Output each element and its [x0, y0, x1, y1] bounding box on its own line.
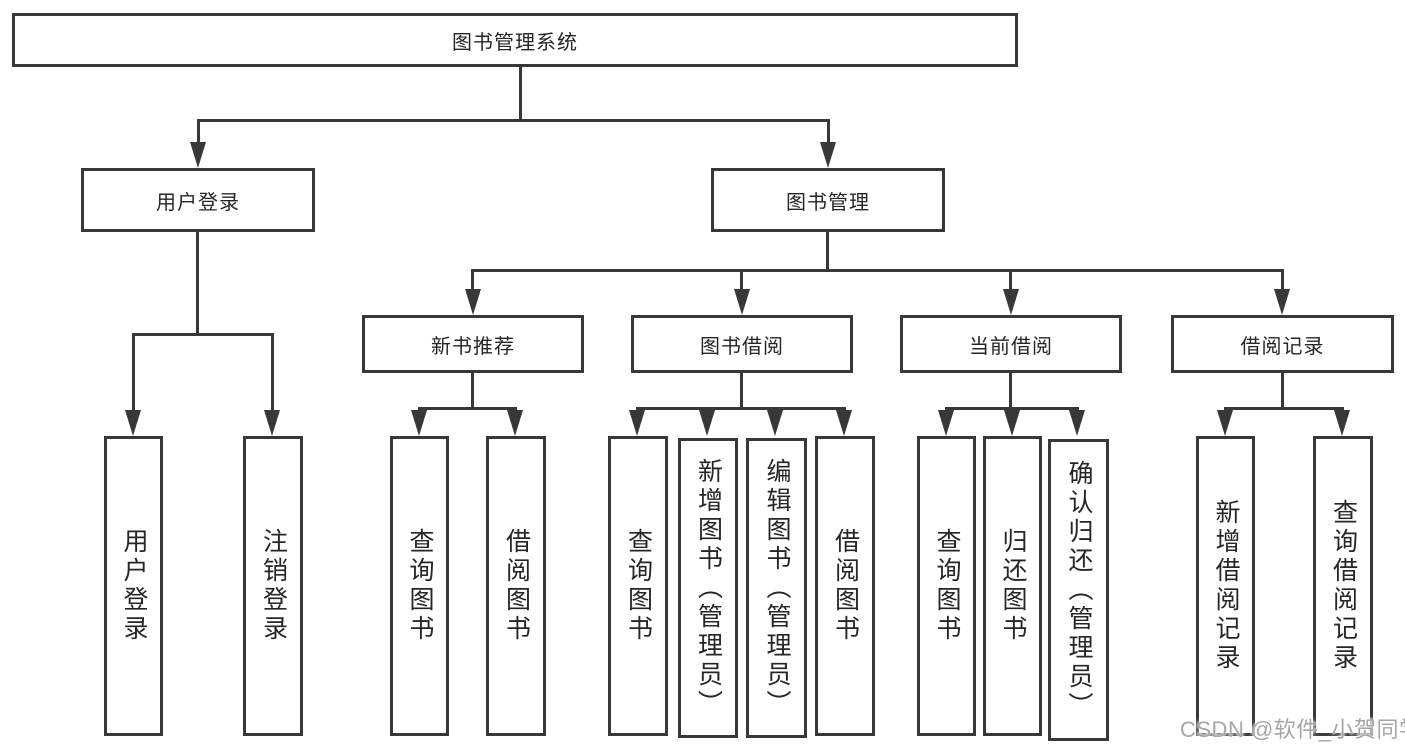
node-label: 新增借阅记录: [1212, 499, 1240, 673]
node-new-book-recommendation: 新书推荐: [362, 315, 584, 373]
node-label: 编辑图书（管理员）: [763, 457, 791, 719]
node-label: 借阅图书: [502, 528, 531, 644]
arrow-down-icon: [836, 410, 852, 436]
connector-line: [271, 333, 274, 412]
node-label: 注销登录: [259, 528, 288, 644]
arrow-down-icon: [411, 410, 427, 436]
node-label: 当前借阅: [969, 335, 1053, 358]
arrow-down-icon: [465, 289, 481, 315]
leaf-return-books: 归还图书: [983, 436, 1042, 736]
node-book-borrowing: 图书借阅: [631, 315, 853, 373]
connector-line: [471, 373, 474, 410]
node-book-management: 图书管理: [711, 168, 945, 232]
node-label: 新增图书（管理员）: [694, 457, 723, 719]
leaf-edit-book-admin: 编辑图书（管理员）: [746, 438, 807, 738]
node-label: 借阅图书: [831, 528, 860, 644]
connector-line: [636, 407, 846, 410]
arrow-down-icon: [190, 142, 206, 168]
arrow-down-icon: [1274, 289, 1290, 315]
connector-line: [197, 119, 200, 147]
leaf-query-books-current: 查询图书: [917, 436, 976, 736]
arrow-down-icon: [734, 289, 750, 315]
connector-line: [471, 269, 1284, 272]
connector-line: [132, 333, 135, 412]
node-label: 归还图书: [999, 528, 1027, 644]
connector-line: [826, 232, 829, 272]
node-label: 查询图书: [933, 528, 961, 644]
node-label: 确认归还（管理员）: [1065, 459, 1093, 721]
node-label: 查询图书: [406, 528, 434, 644]
node-label: 用户登录: [156, 191, 240, 214]
arrow-down-icon: [264, 410, 280, 436]
arrow-down-icon: [820, 142, 836, 168]
arrow-down-icon: [125, 410, 141, 436]
node-label: 图书借阅: [700, 335, 784, 358]
connector-line: [945, 407, 1079, 410]
node-library-management-system: 图书管理系统: [12, 13, 1018, 67]
csdn-watermark: CSDN @软件_小贺同学: [1180, 717, 1405, 742]
arrow-down-icon: [629, 410, 645, 436]
connector-line: [197, 119, 830, 122]
node-label: 查询图书: [624, 528, 653, 644]
node-borrowing-records: 借阅记录: [1171, 315, 1394, 373]
arrow-down-icon: [767, 410, 783, 436]
leaf-user-login: 用户登录: [104, 436, 163, 736]
leaf-query-books-borrowing: 查询图书: [608, 436, 668, 736]
connector-line: [740, 269, 743, 291]
leaf-add-borrow-record: 新增借阅记录: [1196, 436, 1255, 736]
node-label: 借阅记录: [1240, 335, 1325, 358]
connector-line: [827, 119, 830, 147]
connector-line: [740, 373, 743, 410]
leaf-logout: 注销登录: [243, 436, 303, 736]
connector-line: [1281, 373, 1284, 410]
leaf-confirm-return-admin: 确认归还（管理员）: [1048, 439, 1109, 741]
arrow-down-icon: [1334, 410, 1350, 436]
connector-line: [1224, 407, 1344, 410]
arrow-down-icon: [507, 410, 523, 436]
arrow-down-icon: [938, 410, 954, 436]
node-label: 查询借阅记录: [1329, 499, 1358, 673]
arrow-down-icon: [1004, 410, 1020, 436]
arrow-down-icon: [1069, 410, 1085, 436]
arrow-down-icon: [699, 410, 715, 436]
node-label: 新书推荐: [431, 335, 515, 358]
connector-line: [132, 333, 274, 336]
connector-line: [1009, 269, 1012, 291]
node-current-borrowing: 当前借阅: [900, 315, 1122, 373]
leaf-borrow-books-borrowing: 借阅图书: [815, 436, 875, 736]
node-label: 图书管理: [786, 191, 870, 214]
arrow-down-icon: [1003, 289, 1019, 315]
node-label: 图书管理系统: [452, 31, 578, 54]
leaf-add-book-admin: 新增图书（管理员）: [678, 438, 738, 738]
node-user-login: 用户登录: [81, 168, 315, 232]
node-label: 用户登录: [120, 528, 148, 644]
connector-line: [418, 407, 517, 410]
connector-line: [471, 269, 474, 291]
arrow-down-icon: [1217, 410, 1233, 436]
connector-line: [519, 64, 522, 119]
leaf-query-books-recommend: 查询图书: [390, 436, 449, 736]
connector-line: [1009, 373, 1012, 410]
connector-line: [1281, 269, 1284, 291]
connector-line: [196, 232, 199, 336]
leaf-borrow-books-recommend: 借阅图书: [486, 436, 546, 736]
leaf-query-borrow-record: 查询借阅记录: [1313, 436, 1373, 736]
